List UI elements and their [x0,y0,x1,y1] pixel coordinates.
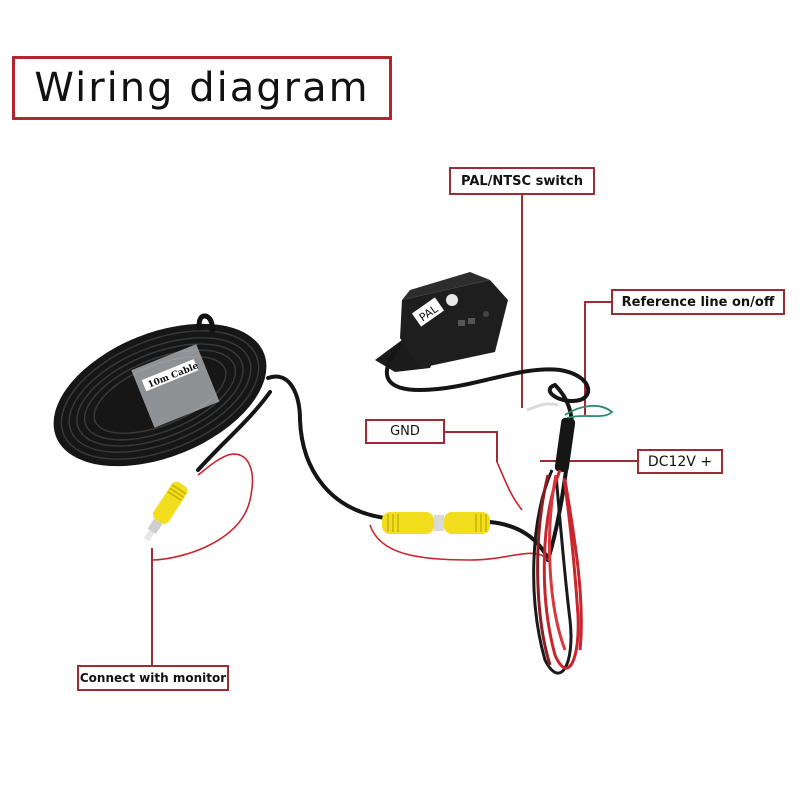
label-gnd: GND [365,419,445,444]
label-dc12v: DC12V + [637,449,723,474]
rca-plug-monitor [143,481,188,542]
label-connect-monitor: Connect with monitor [77,665,229,691]
reference-wire [564,405,614,419]
label-reference-line: Reference line on/off [611,289,785,315]
cable-tag [141,359,199,392]
label-text: Connect with monitor [79,671,227,685]
page-title: Wiring diagram [34,65,370,111]
cable-coil: 10m Cable [53,313,267,467]
label-text: Reference line on/off [621,294,775,310]
label-text: DC12V + [647,453,713,470]
rca-coupler [382,512,490,534]
camera-module: PAL [375,272,508,372]
title-box: Wiring diagram [12,56,392,120]
label-text: PAL/NTSC switch [461,173,583,189]
label-text: GND [390,424,420,439]
camera-button-icon [446,294,458,306]
power-bundle [532,469,583,675]
label-pal-ntsc-switch: PAL/NTSC switch [449,167,595,195]
